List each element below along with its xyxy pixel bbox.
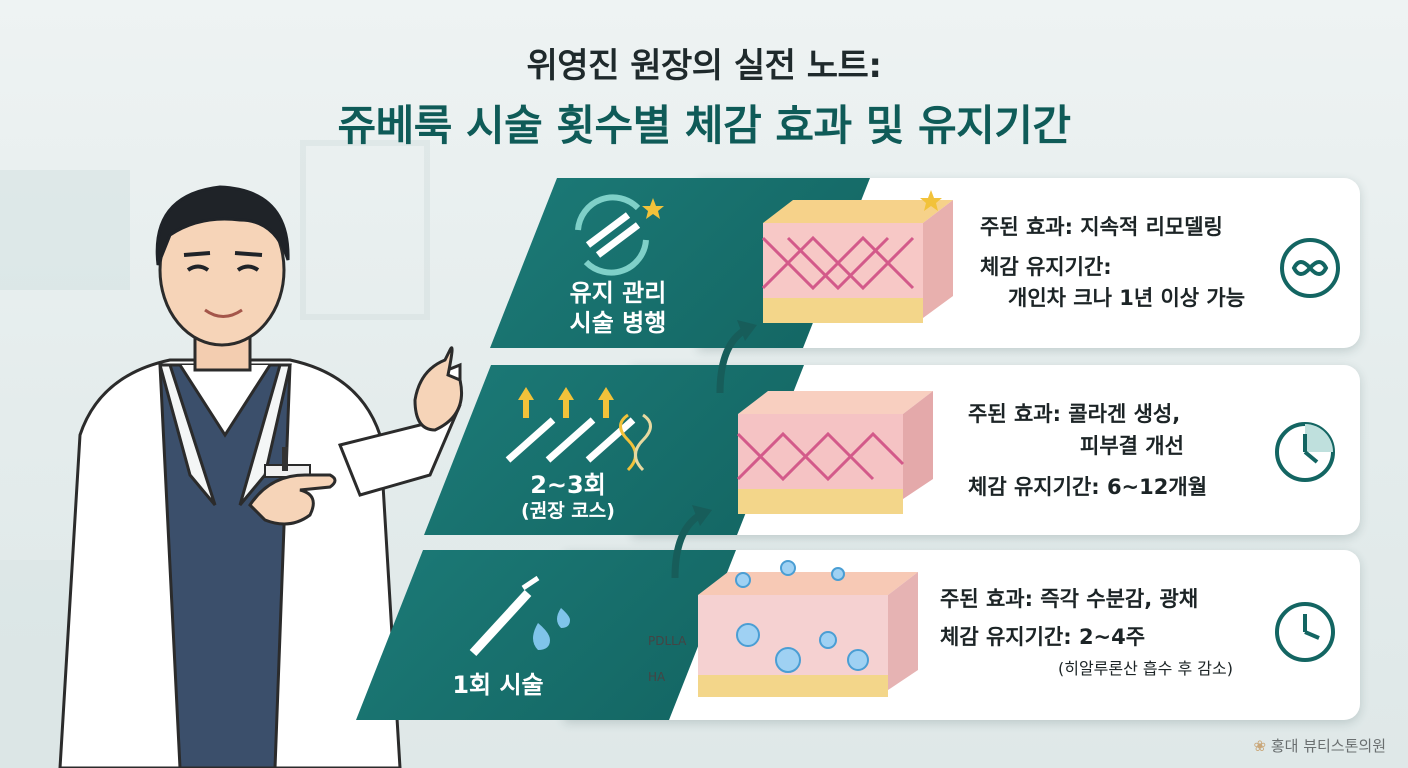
step-single: 1회 시술 PDLLA HA 주된 효과: 즉각 수분감, 광채 체감 유지기간…: [356, 550, 1368, 720]
step-maintenance-duration-title: 체감 유지기간:: [980, 254, 1112, 279]
syringes-dna-icon: [505, 387, 652, 472]
clinic-name: 홍대 뷰티스톤의원: [1270, 737, 1386, 755]
skin-collagen-illustration: [736, 391, 933, 514]
pdlla-label: PDLLA: [648, 634, 687, 648]
step-course-label-line1: 2~3회: [530, 471, 606, 499]
step-maintenance: 유지 관리 시술 병행 주된 효과: 지속적 리모델링 체감 유지기간: 개인차…: [368, 178, 1368, 348]
progress-arrow-lower: [671, 505, 712, 579]
clinic-logo: ❀ 홍대 뷰티스톤의원: [1253, 735, 1386, 756]
step-maintenance-label-line1: 유지 관리: [569, 279, 667, 307]
step-course-info: 주된 효과: 콜라겐 생성, 피부결 개선 체감 유지기간: 6~12개월: [968, 399, 1207, 504]
step-course-effect-line2: 피부결 개선: [1080, 433, 1184, 458]
step-course-label-line2: (권장 코스): [521, 500, 615, 522]
skin-remodeling-illustration: [761, 190, 953, 323]
step-maintenance-info: 주된 효과: 지속적 리모델링 체감 유지기간: 개인차 크나 1년 이상 가능: [980, 212, 1245, 315]
step-single-effect: 주된 효과: 즉각 수분감, 광채: [940, 587, 1199, 611]
background-frame: [300, 140, 430, 320]
step-single-info: 주된 효과: 즉각 수분감, 광채 체감 유지기간: 2~4주 (히알루론산 흡…: [940, 584, 1233, 679]
ha-label: HA: [648, 670, 666, 684]
step-course-duration: 체감 유지기간: 6~12개월: [968, 475, 1208, 499]
doctor-illustration: [58, 185, 464, 768]
step-course-label: 2~3회 (권장 코스): [468, 470, 668, 524]
progress-arrow-upper: [716, 320, 757, 394]
page-title-line1: 위영진 원장의 실전 노트:: [526, 46, 882, 86]
skin-hydration-illustration: [698, 560, 918, 697]
clock-icon: [1275, 422, 1335, 482]
infinity-clock-icon: [1280, 238, 1340, 298]
step-maintenance-duration-value: 개인차 크나 1년 이상 가능: [1008, 286, 1246, 310]
step-single-label: 1회 시술: [398, 670, 598, 700]
clinic-logo-icon: ❀: [1253, 737, 1271, 755]
step-course-effect-line1: 주된 효과: 콜라겐 생성,: [968, 402, 1181, 426]
step-maintenance-effect: 주된 효과: 지속적 리모델링: [980, 215, 1223, 239]
step-single-note: (히알루론산 흡수 후 감소): [1058, 659, 1233, 678]
syringe-cycle-icon: [575, 194, 664, 276]
syringe-drops-icon: [469, 575, 570, 657]
page-title-line2: 쥬베룩 시술 횟수별 체감 효과 및 유지기간: [337, 101, 1071, 150]
step-single-label-line1: 1회 시술: [452, 671, 544, 699]
step-single-duration: 체감 유지기간: 2~4주: [940, 624, 1146, 649]
clock-icon: [1275, 602, 1335, 662]
background-window: [0, 170, 130, 290]
step-maintenance-label: 유지 관리 시술 병행: [518, 278, 718, 338]
step-course: 2~3회 (권장 코스) 주된 효과: 콜라겐 생성, 피부결 개선 체감 유지…: [368, 365, 1368, 535]
step-maintenance-label-line2: 시술 병행: [569, 309, 667, 337]
